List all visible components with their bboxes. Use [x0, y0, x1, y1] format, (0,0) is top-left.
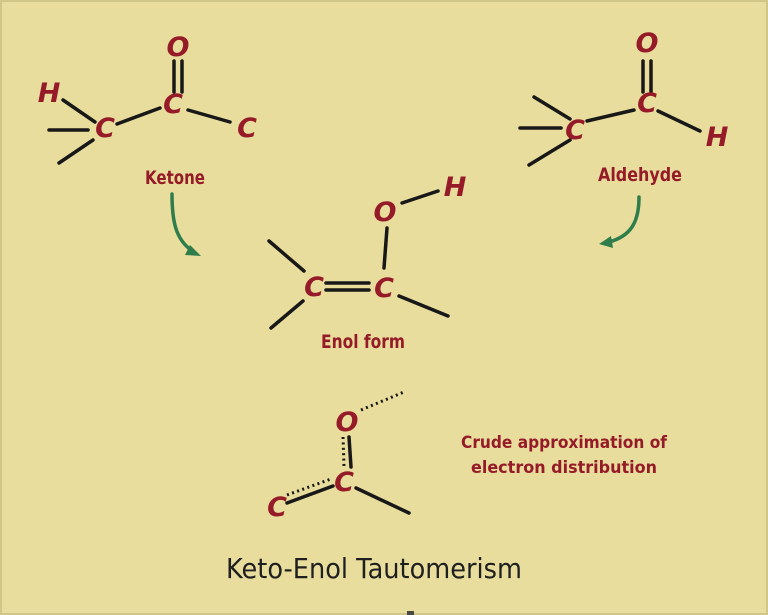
- resonance-center-carbon-atom: C: [334, 467, 354, 498]
- ketone-carbonyl-carbon-atom: C: [163, 89, 183, 120]
- arrow-head-icon: [185, 245, 201, 256]
- curved-arrow-down-left-icon: [607, 195, 641, 244]
- aldehyde-downleft-bond: [527, 138, 572, 167]
- enol-co-bond: [382, 226, 389, 270]
- ketone-structure: O C H C C Ketone: [38, 32, 257, 189]
- enol-upleft-bond: [267, 239, 306, 273]
- ketone-carbonyl-right-bond: [186, 108, 232, 124]
- ketone-right-carbon-atom: C: [237, 113, 257, 144]
- resonance-o-dotted-bond: [360, 390, 405, 412]
- resonance-caption-line2: electron distribution: [471, 458, 657, 478]
- aldehyde-label: Aldehyde: [598, 164, 682, 186]
- ketone-to-enol-arrow: [170, 192, 201, 256]
- ketone-h-bond: [61, 98, 97, 124]
- enol-structure: H O C C Enol form: [267, 172, 467, 353]
- enol-left-carbon-atom: C: [304, 272, 324, 303]
- ketone-oxygen-atom: O: [167, 32, 190, 63]
- enol-oh-bond: [400, 189, 440, 205]
- resonance-co-solid-line: [347, 435, 353, 469]
- aldehyde-structure: O C C H Aldehyde: [518, 28, 729, 186]
- resonance-downright-bond: [354, 486, 411, 515]
- ketone-label: Ketone: [145, 167, 205, 189]
- aldehyde-hydrogen-atom: H: [706, 122, 729, 153]
- resonance-caption-line1: Crude approximation of: [461, 433, 668, 453]
- aldehyde-ch-bond: [656, 109, 702, 133]
- aldehyde-upleft-bond: [532, 95, 572, 121]
- ketone-hydrogen-atom: H: [38, 78, 61, 109]
- resonance-cc-dotted-line: [286, 477, 332, 497]
- bottom-edge-cropped-mark: [407, 611, 414, 615]
- arrow-head-icon: [599, 236, 613, 248]
- resonance-cc-solid-line: [285, 484, 335, 505]
- aldehyde-carbonyl-carbon-atom: C: [637, 88, 657, 119]
- enol-oxygen-atom: O: [374, 197, 397, 228]
- resonance-co-dotted-line: [341, 436, 346, 467]
- enol-downright-bond: [397, 294, 450, 318]
- aldehyde-oxygen-atom: O: [636, 28, 659, 59]
- aldehyde-alpha-carbonyl-bond: [585, 108, 636, 123]
- aldehyde-alpha-carbon-atom: C: [565, 115, 585, 146]
- aldehyde-to-enol-arrow: [599, 195, 641, 248]
- curved-arrow-down-right-icon: [170, 192, 193, 252]
- ketone-downleft-bond: [57, 138, 95, 165]
- resonance-structure: O C C Crude approximation of electron di…: [267, 390, 668, 523]
- enol-downleft-bond: [269, 299, 305, 330]
- ketone-alpha-carbonyl-bond: [115, 106, 162, 126]
- enol-right-carbon-atom: C: [374, 273, 394, 304]
- enol-hydrogen-atom: H: [444, 172, 467, 203]
- resonance-oxygen-atom: O: [336, 407, 359, 438]
- resonance-left-carbon-atom: C: [267, 492, 287, 523]
- enol-form-label: Enol form: [321, 331, 405, 353]
- ketone-alpha-carbon-atom: C: [95, 113, 115, 144]
- page-title: Keto-Enol Tautomerism: [226, 552, 522, 585]
